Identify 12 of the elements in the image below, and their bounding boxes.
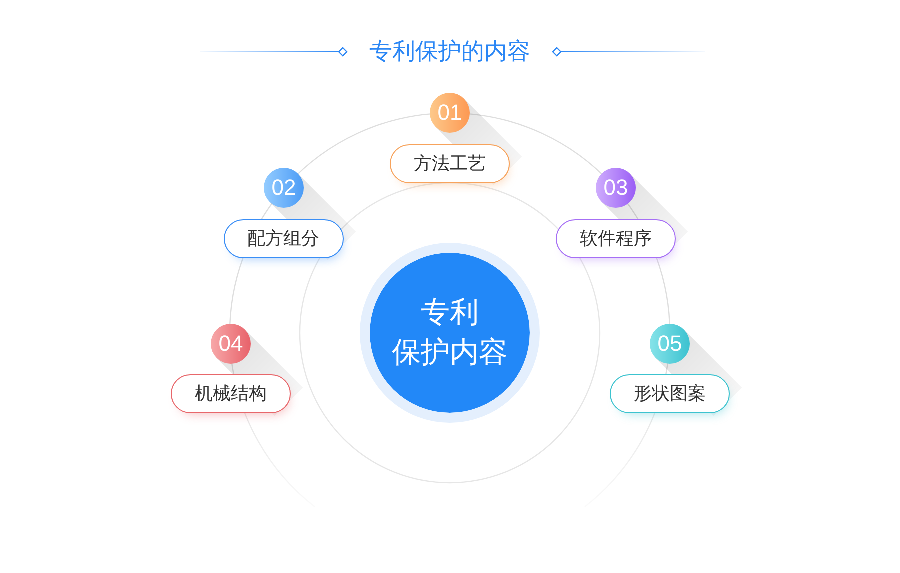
topic-pill: 配方组分 — [224, 219, 344, 258]
number-badge: 03 — [596, 168, 636, 208]
center-label: 专利保护内容 — [391, 296, 509, 371]
topic-pill: 软件程序 — [556, 219, 676, 258]
topic-pill: 方法工艺 — [390, 144, 510, 183]
topic-pill: 机械结构 — [171, 374, 291, 413]
number-badge: 01 — [430, 93, 470, 133]
number-badge: 02 — [264, 168, 304, 208]
number-badge: 04 — [211, 324, 251, 364]
topic-pill: 形状图案 — [610, 374, 730, 413]
number-badge: 05 — [650, 324, 690, 364]
diagram-title: 专利保护的内容 — [370, 38, 530, 66]
